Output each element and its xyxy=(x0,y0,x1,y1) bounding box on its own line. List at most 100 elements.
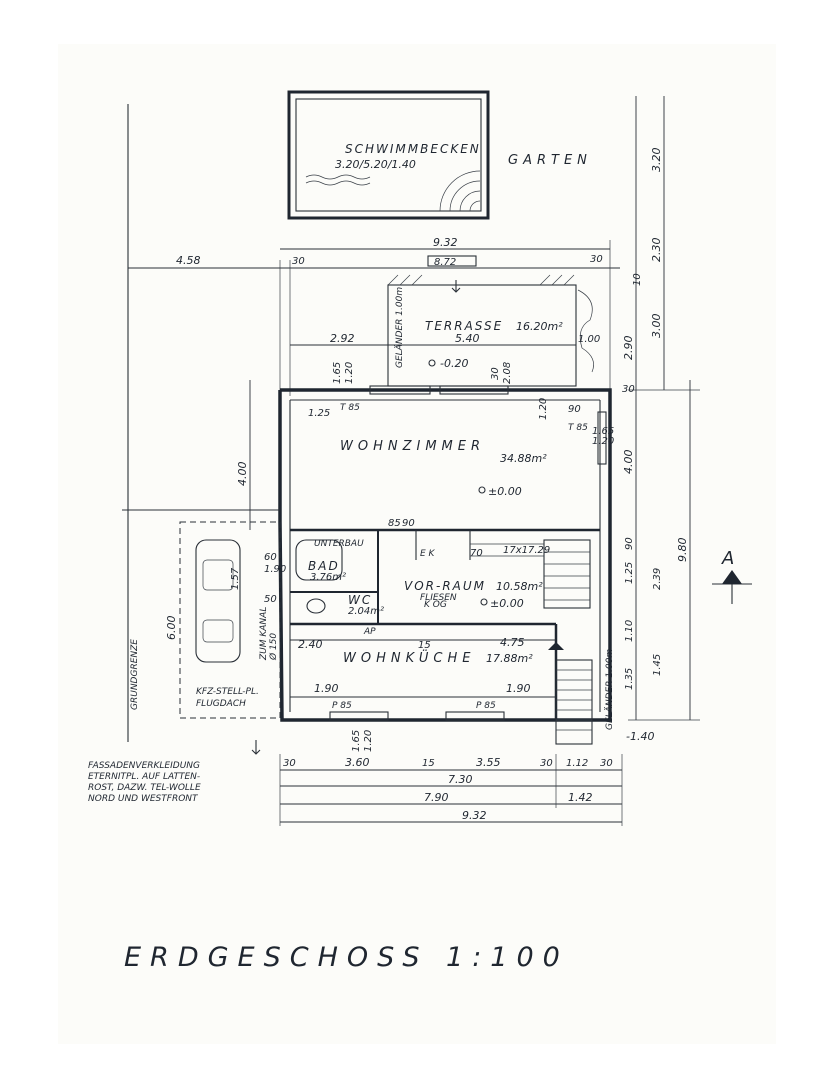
level-marker-icon xyxy=(480,598,488,606)
dim-1-25-right: 1.25 xyxy=(624,562,635,584)
facade-note-line-3: ROST, DAZW. TEL-WOLLE xyxy=(88,783,201,793)
drawing-title: ERDGESCHOSS 1:100 xyxy=(124,942,569,973)
dim-2-08: 2.08 xyxy=(502,362,513,384)
section-arrow-icon xyxy=(251,740,261,755)
label-p85-right: P 85 xyxy=(476,701,496,711)
label-p85-left: P 85 xyxy=(332,701,352,711)
dim-90-mid: 90 xyxy=(402,518,415,529)
terrace-area: 16.20m² xyxy=(516,320,563,333)
dim-1-20-kitchen: 1.20 xyxy=(363,730,374,752)
facade-note-line-1: FASSADENVERKLEIDUNG xyxy=(88,761,200,771)
outside-level: -1.40 xyxy=(626,730,654,743)
dim-1-20b-living: 1.20 xyxy=(592,436,614,447)
dim-9-32-bottom: 9.32 xyxy=(462,809,487,822)
water-waves-icon xyxy=(305,174,371,186)
room-wohnkueche-area: 17.88m² xyxy=(486,652,533,665)
dim-3-00: 3.00 xyxy=(650,314,663,339)
section-triangle-icon xyxy=(722,570,742,584)
dim-7-90: 7.90 xyxy=(424,791,449,804)
pool-steps-icon xyxy=(439,170,481,212)
dim-1-10: 1.10 xyxy=(624,620,635,642)
label-unterbau: UNTERBAU xyxy=(314,539,364,549)
dim-4-00-right: 4.00 xyxy=(622,450,635,475)
dim-30-b1: 30 xyxy=(283,758,296,769)
dim-2-92: 2.92 xyxy=(330,332,355,345)
dim-30-b2: 30 xyxy=(540,758,553,769)
level-marker-icon xyxy=(478,486,486,494)
dim-3-55: 3.55 xyxy=(476,756,501,769)
dim-7-30: 7.30 xyxy=(448,773,473,786)
dim-3-20: 3.20 xyxy=(650,148,663,173)
dim-1-20-living: 1.20 xyxy=(538,398,549,420)
label-ap: AP xyxy=(363,627,376,637)
bottom-dimensions: 30 3.60 15 3.55 30 1.12 30 7.30 7.90 1.4… xyxy=(279,754,623,826)
pool-label: SCHWIMMBECKEN xyxy=(345,142,481,156)
terrace-railing: GELÄNDER 1.00m xyxy=(394,287,405,368)
room-wc: WC xyxy=(348,593,372,607)
room-bad: BAD xyxy=(308,559,340,573)
section-marker-label: A xyxy=(721,548,739,569)
facade-note: FASSADENVERKLEIDUNG ETERNITPL. AUF LATTE… xyxy=(88,761,201,804)
pool-size: 3.20/5.20/1.40 xyxy=(335,158,416,171)
dim-1-57: 1.57 xyxy=(230,567,241,590)
terrace: TERRASSE 16.20m² -0.20 GELÄNDER 1.00m 2.… xyxy=(290,274,600,387)
dim-1-20-terrace: 1.20 xyxy=(344,362,355,384)
stair-railing: GELÄNDER 1.00m xyxy=(604,649,615,730)
staircase: 17x17.29 xyxy=(470,539,593,745)
room-wohnzimmer-area: 34.88m² xyxy=(500,452,547,465)
room-vorraum-floor: FLIESEN xyxy=(420,593,457,603)
right-dimensions: 3.20 2.30 2.90 3.00 10 30 4.00 9.80 1.25… xyxy=(604,96,700,743)
dim-1-90-bath: 1.90 xyxy=(264,564,286,575)
room-vorraum: VOR-RAUM xyxy=(404,579,486,593)
dim-15-bottom: 15 xyxy=(422,758,435,769)
left-dimensions: 4.00 xyxy=(236,380,261,755)
dim-90-right: 90 xyxy=(624,537,635,550)
dim-70: 70 xyxy=(470,548,483,559)
carport-roof: FLUGDACH xyxy=(196,699,246,709)
dim-4-00-left: 4.00 xyxy=(236,462,249,487)
room-vorraum-level: ±0.00 xyxy=(490,597,524,610)
dim-2-39: 2.39 xyxy=(652,568,663,590)
label-ek: E K xyxy=(420,549,436,559)
dim-1-12: 1.12 xyxy=(566,758,588,769)
planter-icon xyxy=(577,289,594,373)
dim-1-42: 1.42 xyxy=(568,791,593,804)
dim-9-80: 9.80 xyxy=(676,538,689,563)
dim-4-58: 4.58 xyxy=(176,254,201,267)
dim-2-30: 2.30 xyxy=(650,238,663,263)
bathtub-icon xyxy=(295,539,343,581)
dim-1-25: 1.25 xyxy=(308,408,330,419)
property-line-label: GRUNDGRENZE xyxy=(130,639,140,710)
terrace-name: TERRASSE xyxy=(425,319,503,333)
facade-note-line-4: NORD UND WESTFRONT xyxy=(88,794,199,804)
room-bad-area: 3.76m² xyxy=(310,572,346,583)
dim-2-40: 2.40 xyxy=(298,638,323,651)
dim-8-72: 8.72 xyxy=(434,257,456,268)
dim-50: 50 xyxy=(264,594,277,605)
dim-1-45: 1.45 xyxy=(652,654,663,676)
terrace-level: -0.20 xyxy=(440,357,468,370)
dim-85: 85 xyxy=(388,518,401,529)
section-marker: A xyxy=(712,548,752,604)
dim-1-90-kitchen-right: 1.90 xyxy=(506,682,531,695)
dim-30-left: 30 xyxy=(292,256,305,267)
stair-rise: 17x17.29 xyxy=(503,545,550,556)
dim-1-35: 1.35 xyxy=(624,668,635,690)
dim-30-b3: 30 xyxy=(600,758,613,769)
room-wohnzimmer-level: ±0.00 xyxy=(488,485,522,498)
dim-30-right-chain: 30 xyxy=(622,384,635,395)
label-t85-left: T 85 xyxy=(340,403,360,413)
carport-name: KFZ-STELL-PL. xyxy=(196,687,259,697)
dim-1-00: 1.00 xyxy=(578,334,600,345)
slope-arrow-icon xyxy=(451,280,461,293)
dim-10: 10 xyxy=(632,273,643,286)
car-icon xyxy=(195,539,241,663)
dim-30-right: 30 xyxy=(590,254,603,265)
dim-9-32-top: 9.32 xyxy=(433,236,458,249)
dim-30-terrace: 30 xyxy=(490,367,501,380)
dim-2-90: 2.90 xyxy=(622,336,635,361)
sewer-diameter: Ø 150 xyxy=(268,633,279,661)
dim-1-65-living: 1.65 xyxy=(592,426,614,437)
dim-1-90-kitchen-left: 1.90 xyxy=(314,682,339,695)
